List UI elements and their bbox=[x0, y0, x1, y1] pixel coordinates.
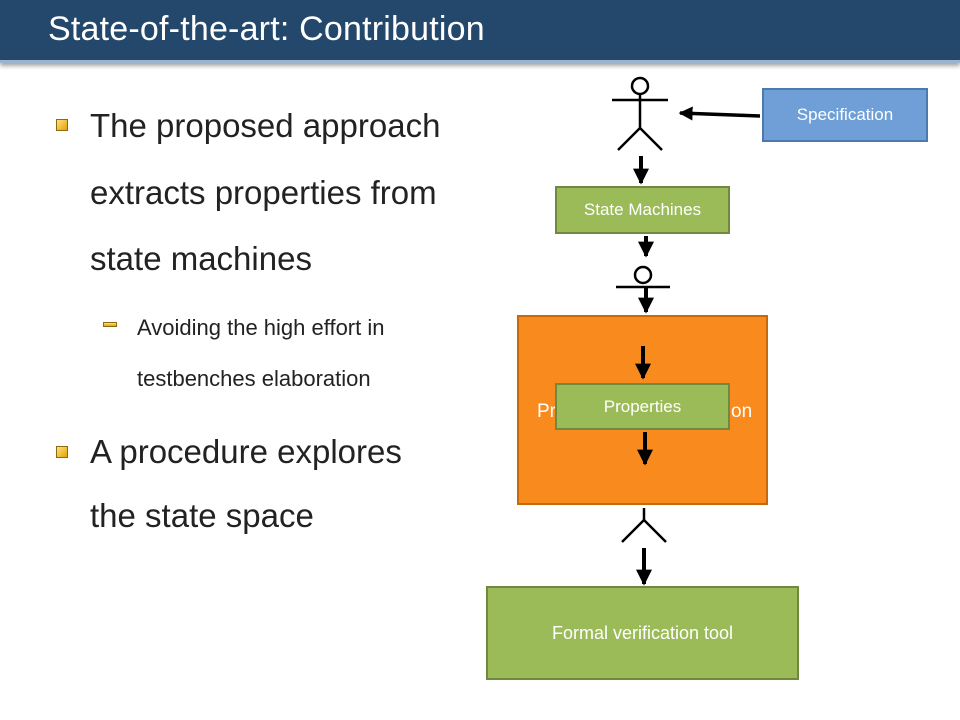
properties-box: Properties bbox=[555, 383, 730, 430]
bullet-marker-icon bbox=[56, 119, 68, 131]
formal-verification-tool-label: Formal verification tool bbox=[551, 622, 734, 643]
specification-label: Specification bbox=[796, 105, 894, 124]
bullet-1-line-3: state machines bbox=[90, 240, 312, 277]
properties-label: Properties bbox=[603, 396, 682, 416]
title-bar: State-of-the-art: Contribution bbox=[0, 0, 960, 63]
bullet-marker-icon bbox=[56, 446, 68, 458]
actor-legs-icon bbox=[621, 508, 667, 543]
state-machines-box: State Machines bbox=[555, 186, 730, 234]
state-machines-label: State Machines bbox=[583, 200, 702, 219]
process-box-label-end: on bbox=[731, 401, 753, 422]
actor-icon bbox=[616, 265, 670, 289]
slide-title: State-of-the-art: Contribution bbox=[48, 10, 485, 48]
sub-bullet-line-2: testbenches elaboration bbox=[137, 366, 371, 391]
bullet-1-line-2: extracts properties from bbox=[90, 174, 437, 211]
process-box-label-start: Pr bbox=[537, 401, 556, 422]
bullet-2-line-2: the state space bbox=[90, 497, 314, 534]
actor-icon bbox=[612, 76, 668, 151]
bullet-2-line-1: A procedure explores bbox=[90, 433, 402, 470]
arrow-specification-to-actor bbox=[678, 106, 761, 121]
bullet-1-line-1: The proposed approach bbox=[90, 107, 441, 144]
sub-bullet-marker-icon bbox=[103, 322, 117, 327]
formal-verification-tool-box: Formal verification tool bbox=[486, 586, 799, 680]
specification-box: Specification bbox=[762, 88, 928, 142]
sub-bullet-line-1: Avoiding the high effort in bbox=[137, 315, 385, 340]
